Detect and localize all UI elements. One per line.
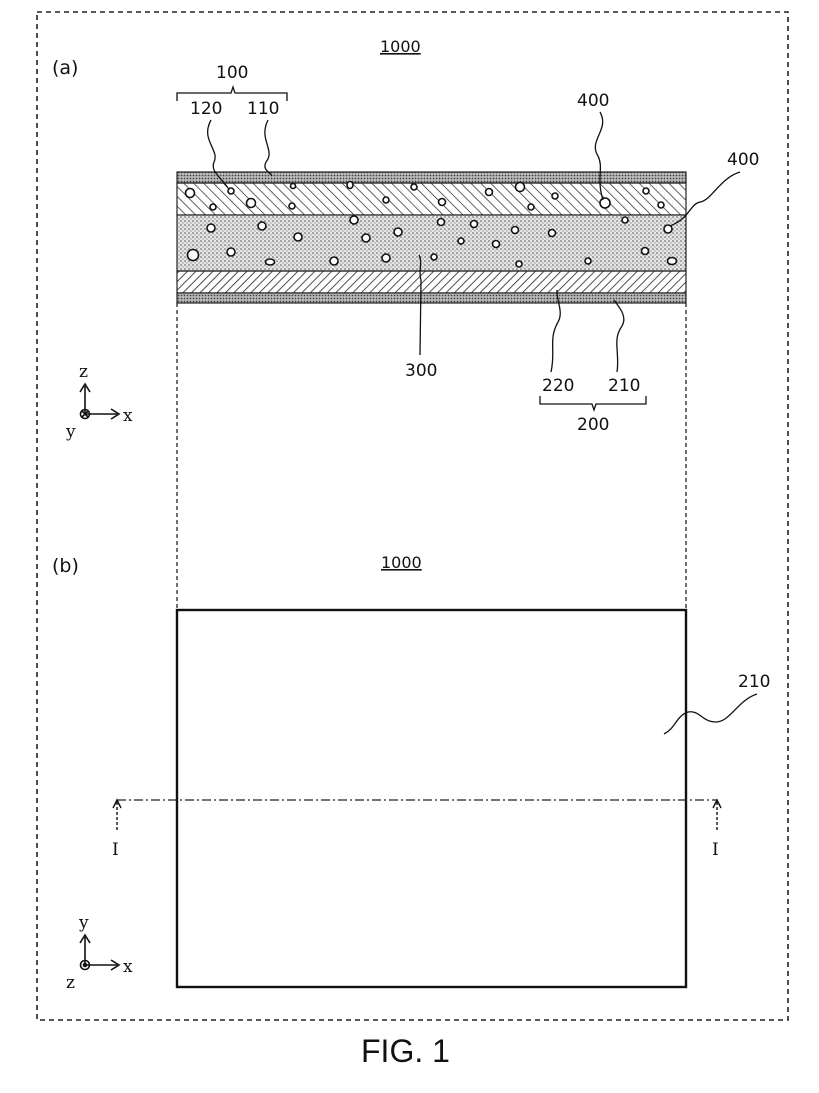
- label-400-right: 400: [727, 150, 759, 170]
- label-110: 110: [247, 99, 279, 119]
- axis-y-b: y: [78, 913, 89, 933]
- panel-b-reference: 1000: [381, 553, 422, 572]
- axis-y-a: y: [65, 422, 76, 442]
- section-label-right: I: [712, 840, 719, 860]
- axis-z-b: z: [66, 973, 75, 993]
- panel-a-label: (a): [52, 57, 78, 79]
- layer-110: [177, 172, 686, 183]
- plan-view-210: [177, 610, 686, 987]
- layer-210: [177, 293, 686, 303]
- panel-b-label: (b): [52, 555, 79, 577]
- label-220: 220: [542, 376, 574, 396]
- label-120: 120: [190, 99, 222, 119]
- layer-300: [177, 215, 686, 271]
- panel-a-reference: 1000: [380, 37, 421, 56]
- label-100: 100: [216, 63, 248, 83]
- axis-z-a: z: [79, 362, 88, 382]
- figure-title: FIG. 1: [361, 1033, 450, 1069]
- label-200: 200: [577, 415, 609, 435]
- axis-x-b: x: [123, 957, 133, 977]
- brace-200: [540, 396, 646, 410]
- leader-210: [614, 300, 624, 372]
- section-label-left: I: [112, 840, 119, 860]
- layer-220: [177, 271, 686, 293]
- label-210-b: 210: [738, 672, 770, 692]
- axis-x-a: x: [123, 406, 133, 426]
- layer-stack: [177, 172, 686, 303]
- label-400-top: 400: [577, 91, 609, 111]
- label-300: 300: [405, 361, 437, 381]
- leader-110: [265, 120, 272, 176]
- label-210: 210: [608, 376, 640, 396]
- axes-indicator-a: [80, 384, 119, 419]
- panel-b: (b) 1000 210 I I y x z: [52, 553, 770, 993]
- axes-indicator-b: [80, 935, 119, 970]
- panel-a: (a) 1000: [52, 37, 759, 610]
